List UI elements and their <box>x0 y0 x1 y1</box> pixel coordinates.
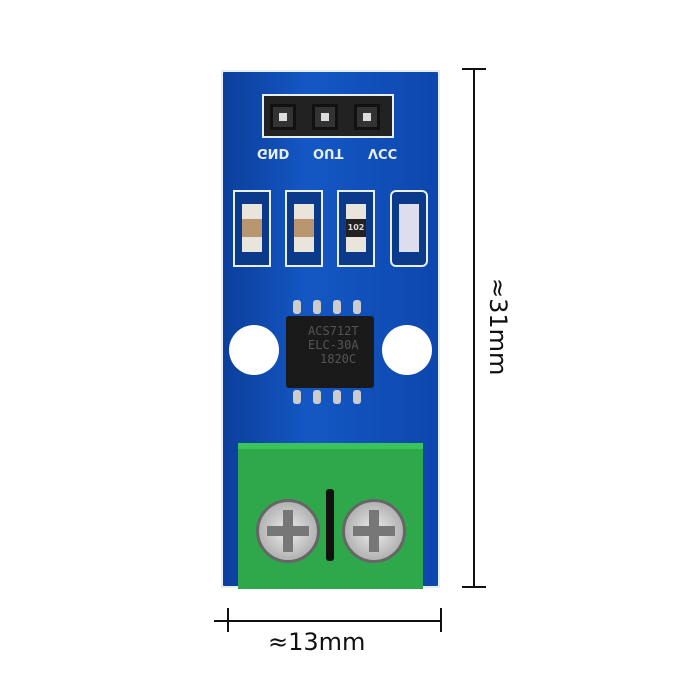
capacitor-2 <box>285 190 323 267</box>
label-out: OUT <box>313 145 344 160</box>
mounting-hole-right <box>382 325 432 375</box>
screw-right <box>342 499 406 563</box>
capacitor-1 <box>233 190 271 267</box>
pin-gnd <box>270 104 296 130</box>
width-label: ≈13mm <box>268 628 366 656</box>
width-dimension-line <box>214 620 442 622</box>
label-gnd: GND <box>257 145 290 160</box>
pin-out <box>312 104 338 130</box>
acs712-chip: ACS712T ELC-30A 1820C <box>286 316 374 388</box>
chip-text-line: ACS712T <box>308 324 359 338</box>
resistor: 102 <box>337 190 375 267</box>
label-vcc: VCC <box>368 145 398 160</box>
screw-terminal <box>238 443 423 589</box>
chip-text-line: 1820C <box>320 352 357 366</box>
screw-left <box>256 499 320 563</box>
led <box>390 190 428 267</box>
mounting-hole-left <box>229 325 279 375</box>
pin-vcc <box>354 104 380 130</box>
pin-header <box>262 94 394 138</box>
height-dimension-line <box>473 68 475 588</box>
chip-text-line: ELC-30A <box>308 338 359 352</box>
height-label: ≈31mm <box>484 278 512 376</box>
